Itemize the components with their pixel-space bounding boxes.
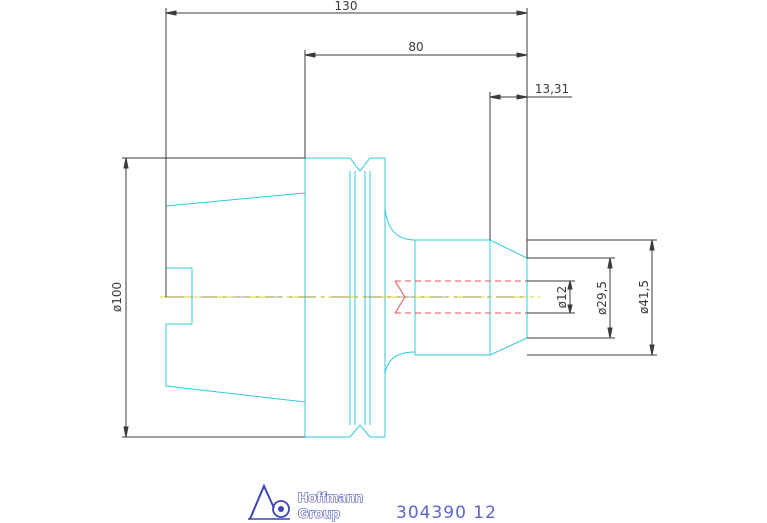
dim-13-31-label: 13,31 <box>535 82 569 96</box>
dim-130-label: 130 <box>335 0 358 13</box>
dim-dia-29-5-label: ø29,5 <box>595 281 609 315</box>
logo-circle-icon <box>272 500 290 518</box>
brand-name-line2: Group <box>298 505 340 521</box>
part-number: 304390 12 <box>396 503 497 523</box>
dimension-lines <box>122 8 657 438</box>
shank-fillet <box>384 207 416 241</box>
brand-name-line1: Hoffmann <box>298 489 363 505</box>
logo-mark-icon <box>249 483 275 520</box>
dim-dia-100-label: ø100 <box>110 282 124 312</box>
shank-fillet <box>384 351 416 375</box>
dim-dia-41-5-label: ø41,5 <box>637 280 651 314</box>
hidden-bore <box>394 280 527 314</box>
dim-dia-12-label: ø12 <box>555 286 569 309</box>
dim-80-label: 80 <box>408 40 423 54</box>
brand-logo: Hoffmann Group <box>248 483 364 522</box>
